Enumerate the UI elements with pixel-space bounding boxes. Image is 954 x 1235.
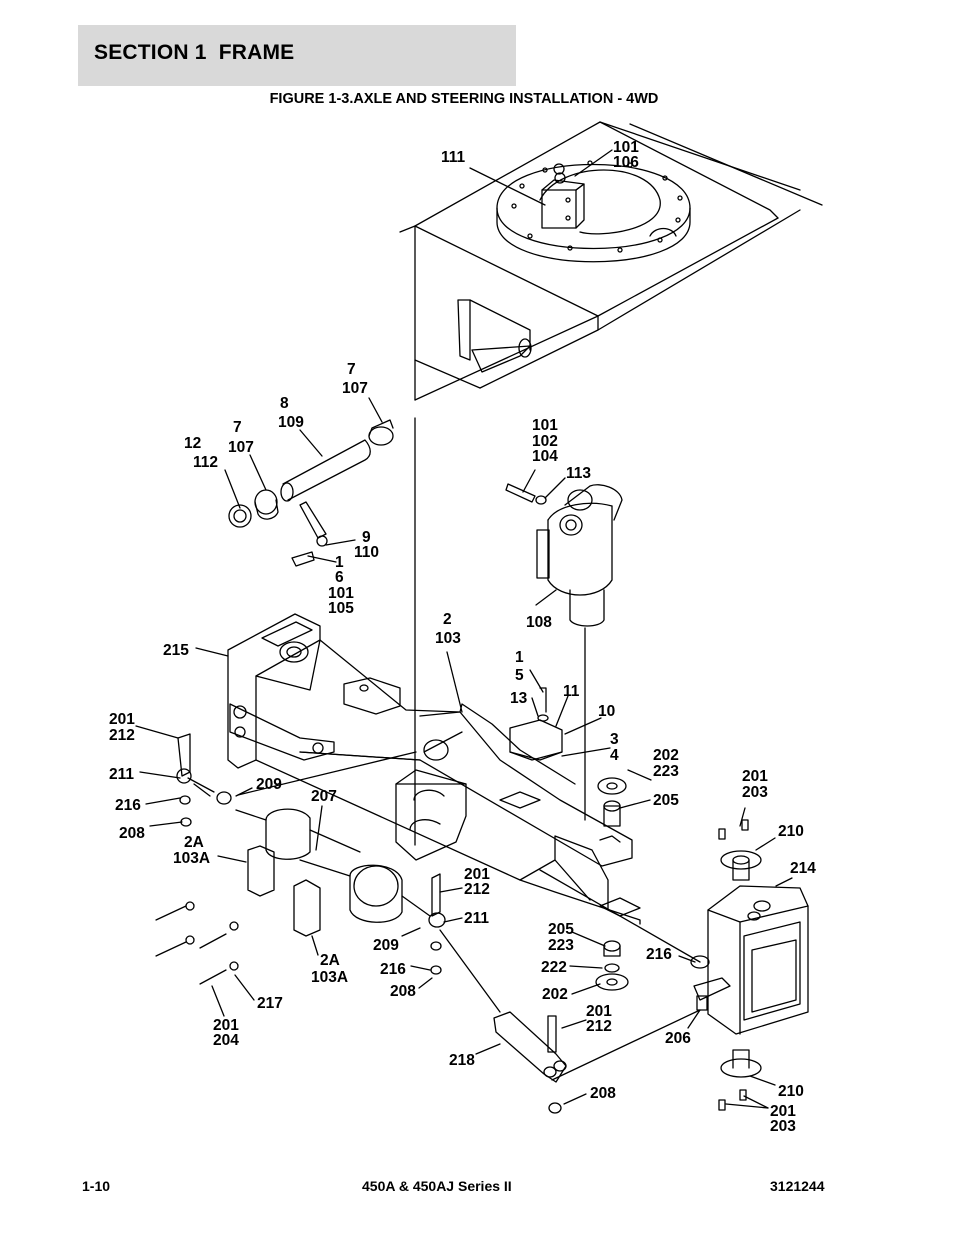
callout-107b: 107 <box>228 439 254 456</box>
callout-202: 202 <box>653 747 679 764</box>
callout-216c: 216 <box>646 946 672 963</box>
callout-208c: 208 <box>590 1085 616 1102</box>
callout-206: 206 <box>665 1030 691 1047</box>
callout-201d: 201 <box>742 768 768 785</box>
callout-208b: 208 <box>390 983 416 1000</box>
callout-205: 205 <box>653 792 679 809</box>
callout-212b: 212 <box>464 881 490 898</box>
callout-201h: 201 <box>770 1103 796 1120</box>
spacers-washers <box>537 687 629 991</box>
callout-105: 105 <box>328 600 354 617</box>
callout-112: 112 <box>193 454 218 471</box>
callout-labels: 111 101 106 7 107 8 109 7 107 12 112 9 1… <box>109 139 816 1135</box>
steering-knuckle <box>690 850 809 1078</box>
callout-202b: 202 <box>542 986 568 1003</box>
callout-12: 12 <box>184 435 201 452</box>
callout-209: 209 <box>256 776 282 793</box>
callout-211b: 211 <box>464 910 489 927</box>
callout-210: 210 <box>778 823 804 840</box>
callout-110: 110 <box>354 544 379 561</box>
callout-207: 207 <box>311 788 337 805</box>
callout-8: 8 <box>280 395 289 412</box>
callout-101b: 101 <box>328 585 354 602</box>
callout-1b: 1 <box>515 649 524 666</box>
tie-rod <box>493 1011 567 1114</box>
leader-lines <box>135 149 793 1109</box>
callout-109: 109 <box>278 414 304 431</box>
callout-205b: 205 <box>548 921 574 938</box>
footer-product: 450A & 450AJ Series II <box>362 1178 512 1194</box>
callout-201f: 201 <box>213 1017 239 1034</box>
callout-211: 211 <box>109 766 134 783</box>
callout-10: 10 <box>598 703 615 720</box>
callout-210b: 210 <box>778 1083 804 1100</box>
callout-13: 13 <box>510 690 528 707</box>
callout-203b: 203 <box>770 1118 796 1135</box>
callout-101c: 101 <box>532 417 558 434</box>
callout-208: 208 <box>119 825 145 842</box>
section-header: SECTION 1 FRAME <box>78 25 516 86</box>
callout-5: 5 <box>515 667 524 684</box>
callout-203: 203 <box>742 784 768 801</box>
callout-212c: 212 <box>586 1018 612 1035</box>
callout-1: 1 <box>335 554 344 571</box>
callout-7b: 7 <box>233 419 242 436</box>
footer-part-number: 3121244 <box>770 1178 825 1194</box>
callout-209b: 209 <box>373 937 399 954</box>
callout-4: 4 <box>610 747 619 764</box>
callout-218: 218 <box>449 1052 475 1069</box>
callout-6: 6 <box>335 569 344 586</box>
section-title: SECTION 1 FRAME <box>94 41 295 64</box>
callout-201: 201 <box>109 711 135 728</box>
callout-216: 216 <box>115 797 141 814</box>
callout-201e: 201 <box>464 866 490 883</box>
callout-113: 113 <box>566 465 591 482</box>
callout-103: 103 <box>435 630 461 647</box>
pivot-pin-group <box>228 419 394 567</box>
callout-106: 106 <box>613 154 639 171</box>
frame-turntable-assembly <box>399 121 823 401</box>
callout-216b: 216 <box>380 961 406 978</box>
footer-page-number: 1-10 <box>82 1178 111 1194</box>
callout-212: 212 <box>109 727 135 744</box>
steering-cylinder-upper <box>505 483 623 627</box>
callout-103A: 103A <box>173 850 210 867</box>
axle-beam <box>227 613 641 925</box>
callout-215: 215 <box>163 642 189 659</box>
callout-101: 101 <box>613 139 639 156</box>
callout-108: 108 <box>526 614 552 631</box>
callout-201g: 201 <box>586 1003 612 1020</box>
callout-2A: 2A <box>184 834 204 851</box>
callout-222: 222 <box>541 959 567 976</box>
callout-217: 217 <box>257 995 283 1012</box>
callout-7: 7 <box>347 361 356 378</box>
callout-214: 214 <box>790 860 816 877</box>
flange-bolts <box>718 819 749 1111</box>
callout-223b: 223 <box>548 937 574 954</box>
callout-9: 9 <box>362 529 371 546</box>
callout-3: 3 <box>610 731 619 748</box>
callout-103Ab: 103A <box>311 969 348 986</box>
callout-2: 2 <box>443 611 452 628</box>
callout-111: 111 <box>441 149 466 166</box>
callout-104: 104 <box>532 448 558 465</box>
callout-2Ab: 2A <box>320 952 340 969</box>
steering-cylinder-lower <box>155 733 467 985</box>
callout-223: 223 <box>653 763 679 780</box>
callout-102: 102 <box>532 433 558 450</box>
figure-title: FIGURE 1-3.AXLE AND STEERING INSTALLATIO… <box>269 91 659 107</box>
callout-11: 11 <box>563 683 580 700</box>
callout-107: 107 <box>342 380 368 397</box>
callout-204: 204 <box>213 1032 239 1049</box>
